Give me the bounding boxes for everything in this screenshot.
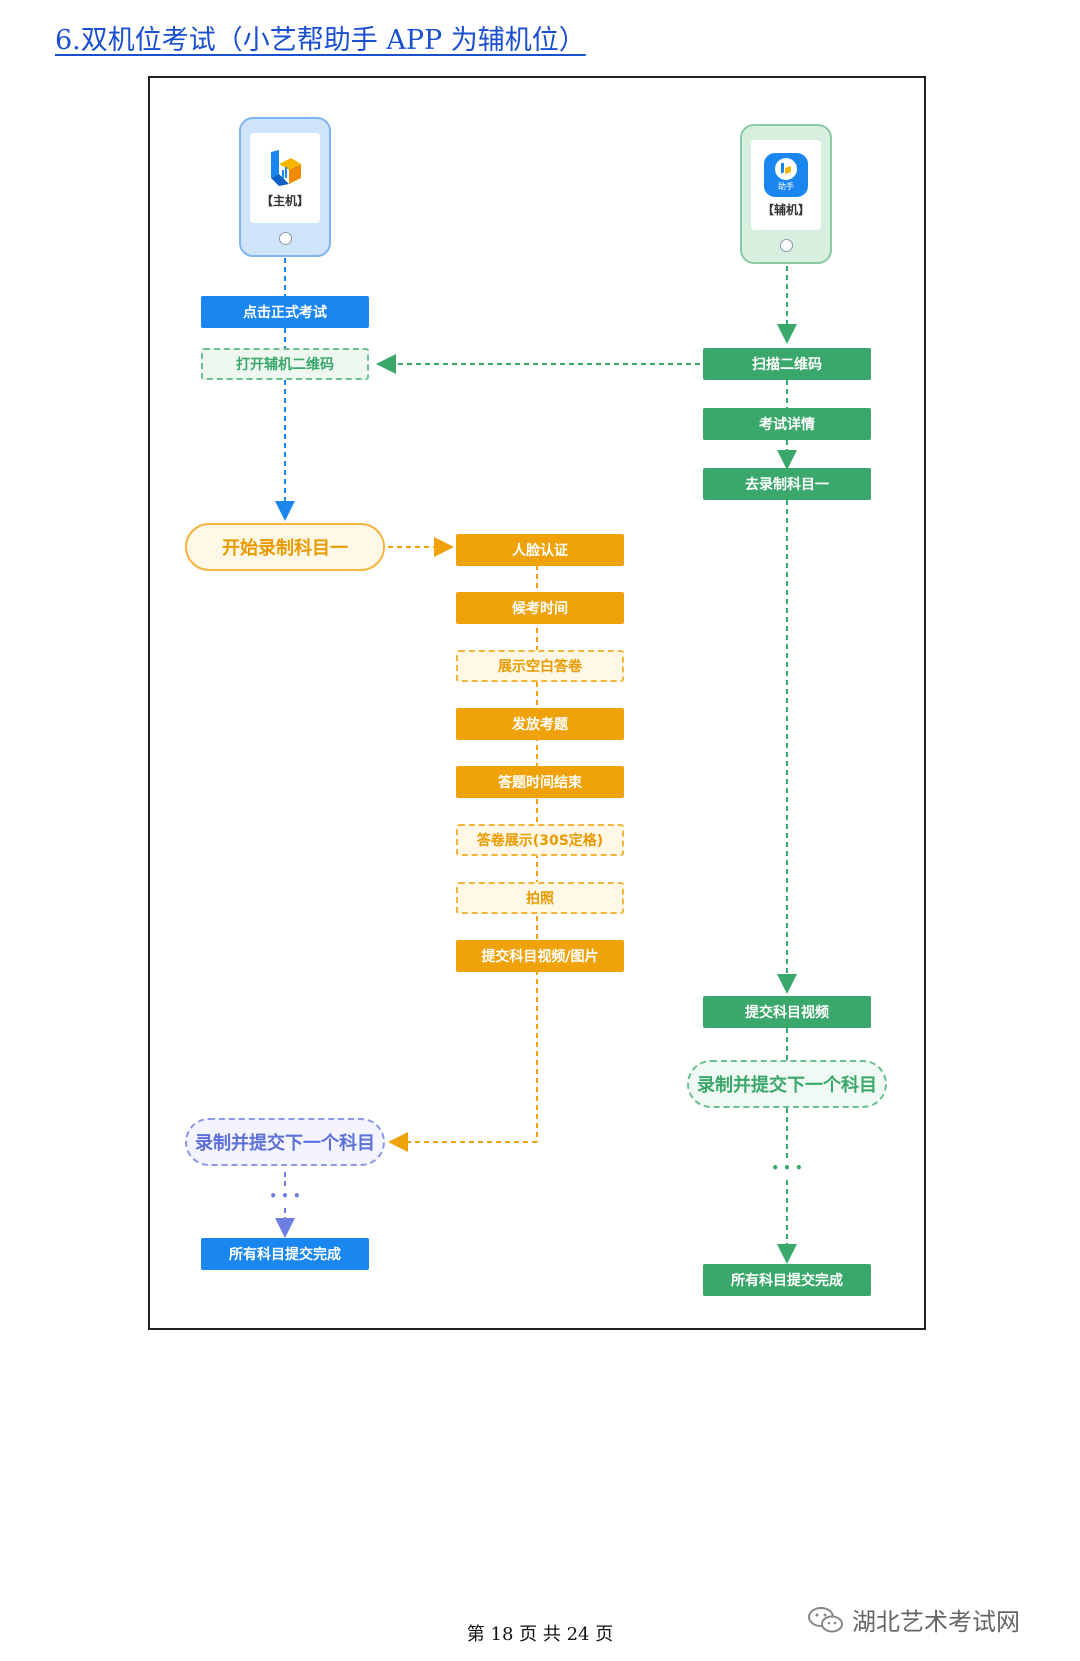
go-record-step: 去录制科目一	[703, 468, 871, 500]
next-subject-right: 录制并提交下一个科目	[687, 1060, 887, 1108]
watermark-text: 湖北艺术考试网	[852, 1608, 1020, 1636]
show-blank-step: 展示空白答卷	[456, 650, 624, 682]
all-done-left: 所有科目提交完成	[201, 1238, 369, 1270]
aux-phone-label: 【辅机】	[761, 202, 810, 217]
scan-qr-step: 扫描二维码	[703, 348, 871, 380]
assistant-icon-text: 助手	[778, 181, 794, 191]
assistant-app-icon: 助手	[764, 152, 808, 197]
home-button-icon	[279, 232, 292, 245]
ellipsis-left: • • •	[255, 1188, 315, 1204]
aux-phone-screen: 助手 【辅机】	[751, 140, 821, 230]
exam-detail-step: 考试详情	[703, 408, 871, 440]
wechat-icon	[808, 1606, 843, 1632]
main-phone: 【主机】	[239, 117, 331, 257]
open-qr-step: 打开辅机二维码	[201, 348, 369, 380]
assistant-logo-icon	[781, 162, 791, 174]
answer-end-step: 答题时间结束	[456, 766, 624, 798]
main-phone-label: 【主机】	[260, 193, 309, 208]
show-answer-step: 答卷展示(30S定格)	[456, 824, 624, 856]
start-record-step: 开始录制科目一	[185, 523, 385, 571]
section-heading[interactable]: 6.双机位考试（小艺帮助手 APP 为辅机位）	[55, 25, 586, 56]
submit-media-step: 提交科目视频/图片	[456, 940, 624, 972]
next-subject-left: 录制并提交下一个科目	[185, 1118, 385, 1166]
issue-questions-step: 发放考题	[456, 708, 624, 740]
xiaoyibang-logo-icon	[271, 149, 301, 186]
start-exam-button[interactable]: 点击正式考试	[201, 296, 369, 328]
ellipsis-right: • • •	[757, 1160, 817, 1176]
submit-video-step: 提交科目视频	[703, 996, 871, 1028]
photo-step: 拍照	[456, 882, 624, 914]
home-button-icon	[780, 239, 793, 252]
wait-time-step: 候考时间	[456, 592, 624, 624]
page-number: 第 18 页 共 24 页	[466, 1624, 614, 1645]
watermark: 湖北艺术考试网	[806, 1602, 1020, 1637]
all-done-right: 所有科目提交完成	[703, 1264, 871, 1296]
aux-phone: 助手 【辅机】	[740, 124, 832, 264]
face-auth-step: 人脸认证	[456, 534, 624, 566]
main-phone-screen: 【主机】	[250, 133, 320, 223]
